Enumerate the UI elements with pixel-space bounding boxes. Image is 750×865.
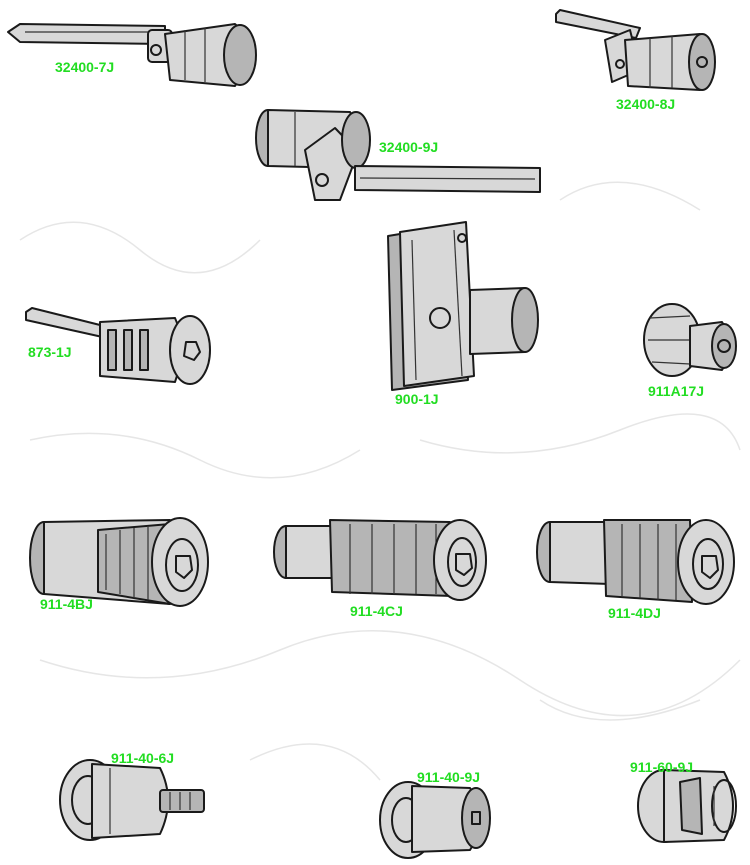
part-label: 911-4DJ [608, 605, 661, 621]
part-label: 911-40-6J [111, 750, 175, 766]
part-label: 911-40-9J [417, 769, 481, 785]
part-label: 911-4BJ [40, 596, 93, 612]
part-label: 32400-8J [616, 96, 676, 112]
part-label: 911-60-9J [630, 759, 694, 775]
part-label: 900-1J [395, 391, 439, 407]
part-label: 911-4CJ [350, 603, 403, 619]
part-label: 911A17J [648, 383, 705, 399]
part-label: 873-1J [28, 344, 72, 360]
part-label: 32400-7J [55, 59, 115, 75]
part-label: 32400-9J [379, 139, 439, 155]
